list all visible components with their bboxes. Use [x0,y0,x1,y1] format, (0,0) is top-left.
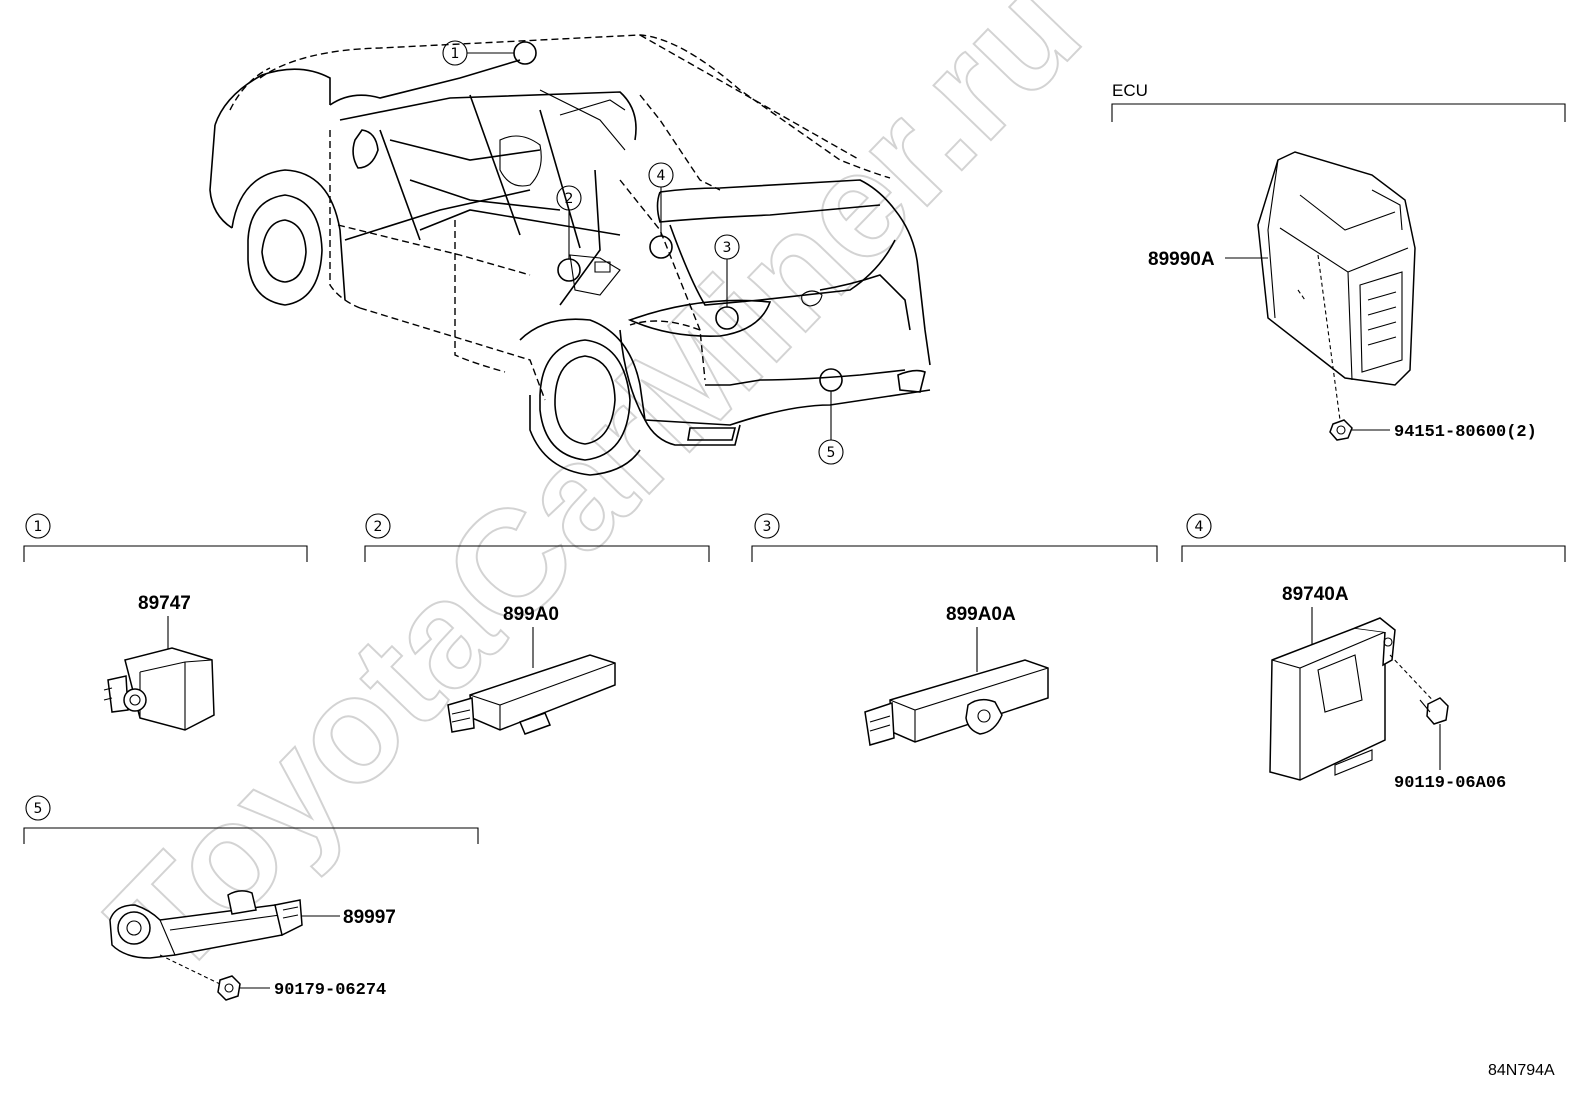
module-89997 [109,890,303,959]
ecu-bolt: 94151-80600(2) [1329,419,1537,442]
ecu-unit [1257,151,1416,421]
nut-90179-06274 [217,975,241,1001]
svg-text:2: 2 [565,191,574,207]
section-2-part-number: 899A0 [503,604,559,625]
section-3: 3 899A0A [751,513,1158,746]
section-1-part-number: 89747 [138,593,191,614]
module-899A0A [864,659,1049,746]
bolt-90119-06A06 [1419,697,1449,725]
section-4-number: 4 [1195,519,1204,535]
callout-3: 3 [714,234,740,330]
section-3-part-number: 899A0A [946,604,1016,625]
svg-text:3: 3 [723,240,732,256]
section-4-part-number: 89740A [1282,584,1349,605]
ecu-section: ECU 89990A 94151-80600(2) [1111,81,1566,442]
ecu-bolt-number: 94151-80600(2) [1394,423,1537,442]
svg-text:5: 5 [827,445,836,461]
section-3-number: 3 [763,519,772,535]
section-2: 2 899A0 [364,513,710,735]
watermark: ToyotaCarMiner.ru [77,0,1111,1007]
diagram-code: 84N794A [1488,1062,1555,1079]
module-89747 [103,647,215,731]
module-89740A [1269,617,1396,781]
section-2-number: 2 [374,519,383,535]
vehicle-callouts: 1 2 3 4 5 [442,40,844,465]
ecu-part-number: 89990A [1148,249,1215,270]
section-1-number: 1 [34,519,43,535]
section-5: 5 89997 90179-06274 [23,795,479,1001]
section-4-fastener-number: 90119-06A06 [1394,774,1506,793]
vehicle-illustration [209,34,931,476]
callout-2: 2 [556,185,582,282]
module-899A0 [447,654,616,735]
section-5-number: 5 [34,801,43,817]
svg-text:1: 1 [451,46,460,62]
callout-4: 4 [648,162,674,259]
section-1: 1 89747 [23,513,308,731]
section-5-fastener-number: 90179-06274 [274,981,386,1000]
ecu-label: ECU [1112,81,1148,100]
section-5-part-number: 89997 [343,907,396,928]
section-4: 4 89740A 90119-06A06 [1181,513,1566,793]
svg-text:4: 4 [657,168,666,184]
callout-5: 5 [818,368,844,465]
callout-1: 1 [442,40,537,66]
